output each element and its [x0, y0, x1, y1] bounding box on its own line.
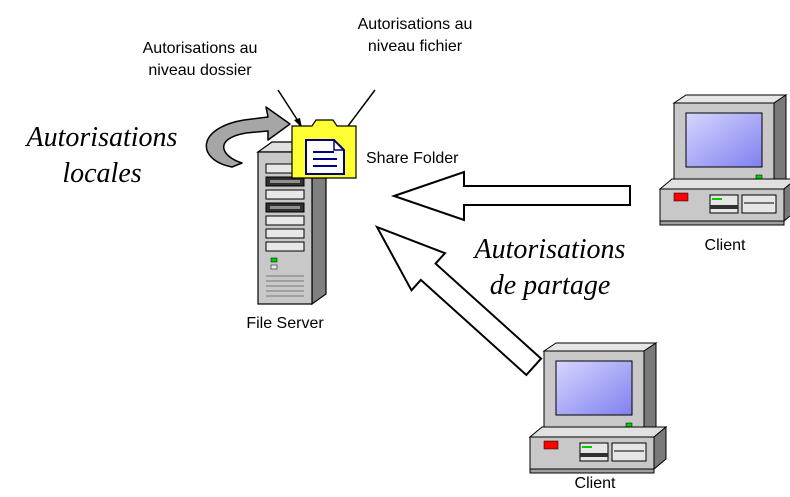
client-computer-icon-bottom	[528, 342, 668, 474]
block-arrow-icon-diagonal	[374, 225, 543, 377]
share-folder-label: Share Folder	[366, 150, 459, 167]
document-icon	[305, 139, 345, 175]
folder-permission-line2: niveau dossier	[148, 62, 252, 79]
client-computer-icon	[658, 94, 790, 226]
folder-pointer-line	[277, 89, 301, 125]
curved-arrow-icon	[205, 106, 291, 168]
file-permission-label: Autorisations au niveau fichier	[325, 14, 505, 58]
share-permission-line1: Autorisations	[474, 234, 626, 265]
folder-permission-line1: Autorisations au	[142, 40, 258, 57]
local-permission-line1: Autorisations	[26, 122, 178, 153]
client-top-label: Client	[704, 237, 746, 254]
file-server-label: File Server	[246, 315, 324, 332]
share-permission-line2: de partage	[489, 270, 611, 301]
folder-permission-label: Autorisations au niveau dossier	[110, 38, 290, 82]
block-arrow-icon	[390, 170, 631, 222]
client-bottom-label: Client	[574, 475, 616, 492]
local-permission-label: Autorisations locales	[12, 120, 192, 192]
file-permission-line2: niveau fichier	[367, 38, 463, 55]
local-permission-line2: locales	[62, 158, 142, 189]
file-permission-line1: Autorisations au	[357, 16, 473, 33]
share-permission-label: Autorisations de partage	[455, 232, 645, 304]
